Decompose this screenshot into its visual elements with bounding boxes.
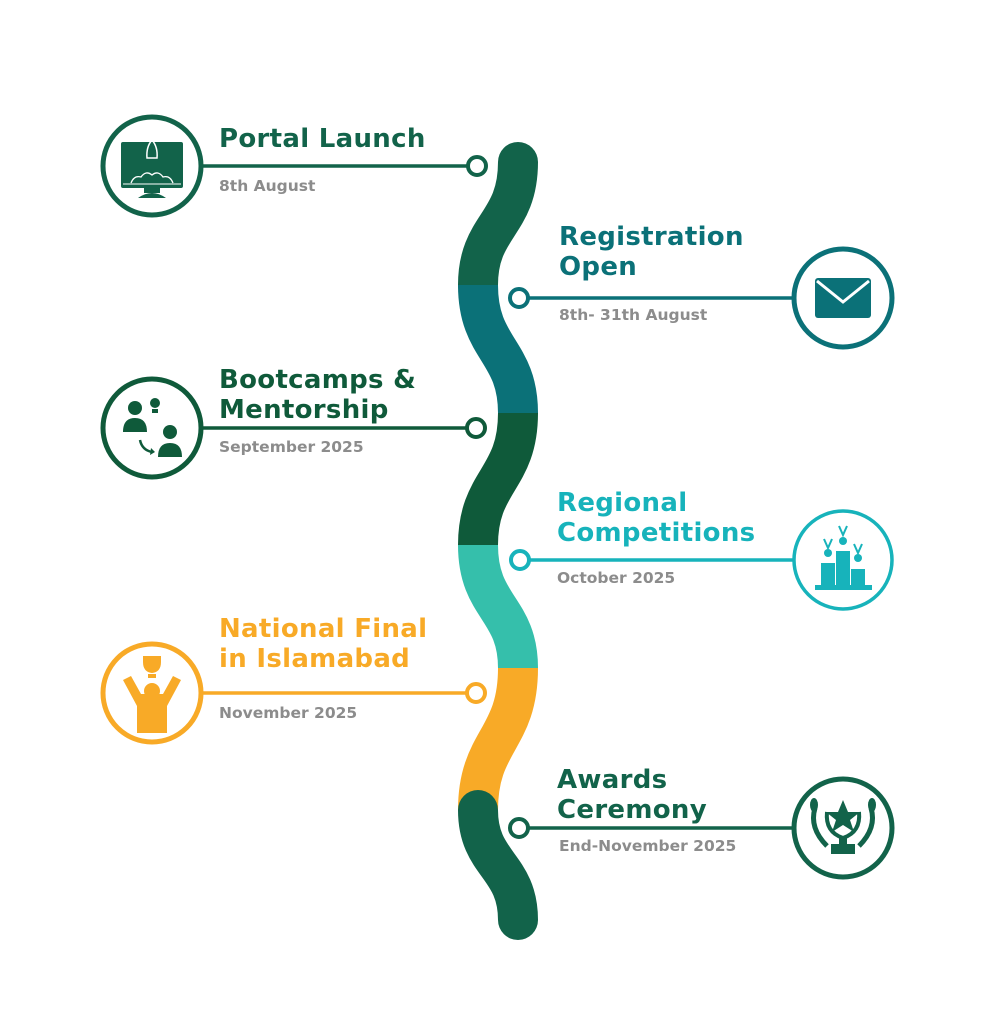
spine-segment-2 <box>458 284 538 414</box>
milestone-date: End-November 2025 <box>559 837 737 855</box>
spine-segment-1 <box>458 142 538 305</box>
mentorship-icon <box>123 398 182 457</box>
timeline-spine <box>458 142 538 940</box>
milestone-title: National Final in Islamabad <box>219 614 427 674</box>
envelope-icon <box>815 278 871 318</box>
title-line: Competitions <box>557 518 756 548</box>
title-line: in Islamabad <box>219 644 411 674</box>
rocket-monitor-icon <box>121 138 183 198</box>
milestone-date: November 2025 <box>219 704 358 722</box>
title-line: Bootcamps & <box>219 365 417 395</box>
milestone-title: Portal Launch <box>219 124 426 154</box>
node-national <box>465 682 487 704</box>
node-registration <box>508 287 530 309</box>
podium-medals-icon <box>815 525 872 590</box>
node-bootcamps <box>465 417 487 439</box>
title-line: Mentorship <box>219 395 389 425</box>
milestone-date: October 2025 <box>557 569 676 587</box>
trophy-winner-icon <box>123 656 181 733</box>
milestone-title: Awards Ceremony <box>557 765 707 825</box>
milestone-title: Bootcamps & Mentorship <box>219 365 416 425</box>
milestone-date: 8th- 31th August <box>559 306 708 324</box>
spine-segment-4 <box>458 544 538 669</box>
spine-segment-3 <box>458 412 538 546</box>
node-awards <box>508 817 530 839</box>
title-line: Registration <box>559 222 744 252</box>
title-line: Ceremony <box>557 795 707 825</box>
spine-segment-5 <box>458 667 538 811</box>
title-line: Awards <box>557 765 668 795</box>
title-line: Regional <box>557 488 688 518</box>
spine-segment-6 <box>458 790 538 940</box>
milestone-date: 8th August <box>219 177 316 195</box>
milestone-date: September 2025 <box>219 438 364 456</box>
title-line: National Final <box>219 614 428 644</box>
star-trophy-laurel-icon <box>810 798 876 854</box>
title-line: Open <box>559 252 638 282</box>
node-regional <box>509 549 531 571</box>
milestone-title: Registration Open <box>559 222 744 282</box>
node-portal-launch <box>466 155 488 177</box>
milestone-title: Regional Competitions <box>557 488 755 548</box>
